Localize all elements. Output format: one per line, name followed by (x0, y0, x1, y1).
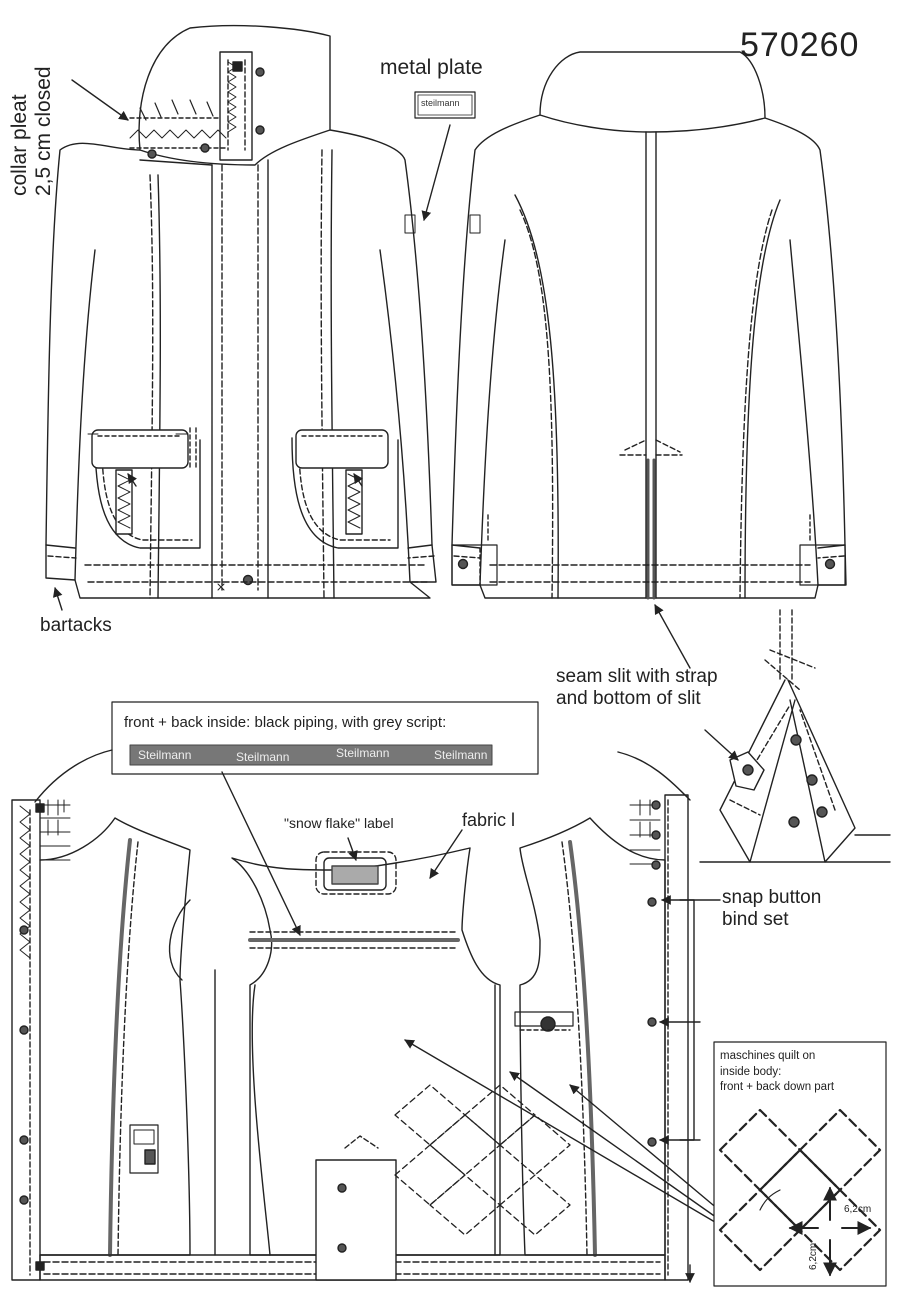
quilt-detail-box (713, 1041, 887, 1287)
quilt-line2: inside body: (720, 1065, 782, 1078)
inside-view (11, 701, 726, 1283)
collar-pleat-line2: 2,5 cm closed (32, 66, 56, 196)
quilt-note: maschines quilt on inside body: front + … (720, 1049, 834, 1096)
seam-slit-line2: and bottom of slit (556, 687, 701, 709)
piping-script-2: Steilmann (236, 750, 290, 764)
piping-script-4: Steilmann (434, 748, 488, 762)
snap-line1: snap button (722, 887, 822, 908)
snap-line2: bind set (722, 908, 789, 930)
snow-flake-label: "snow flake" label (284, 815, 394, 831)
bartacks-label: bartacks (40, 615, 112, 636)
slit-detail (699, 609, 891, 863)
quilt-dim-vertical: 6,2cm (808, 1242, 819, 1270)
piping-script-1: Steilmann (138, 748, 192, 762)
collar-pleat-line1: collar pleat (8, 94, 31, 196)
quilt-dim-horizontal: 6,2cm (844, 1204, 872, 1215)
style-number: 570260 (740, 26, 860, 64)
snap-button-label: snap button bind set (722, 887, 821, 931)
seam-slit-line1: seam slit with strap (556, 666, 718, 687)
front-view (45, 24, 437, 611)
quilt-line1: maschines quilt on (720, 1050, 816, 1062)
seam-slit-label: seam slit with strap and bottom of slit (556, 666, 718, 710)
piping-note: front + back inside: black piping, with … (124, 714, 447, 731)
metal-plate-callout (414, 91, 476, 221)
metal-plate-label: metal plate (380, 56, 483, 79)
metal-plate-logo: steilmann (421, 98, 460, 108)
quilt-line3: front + back down part (720, 1081, 835, 1094)
piping-script-3: Steilmann (336, 746, 390, 760)
fabric-label: fabric l (462, 810, 516, 830)
back-view (451, 51, 847, 669)
collar-pleat-label: collar pleat 2,5 cm closed (8, 26, 56, 196)
